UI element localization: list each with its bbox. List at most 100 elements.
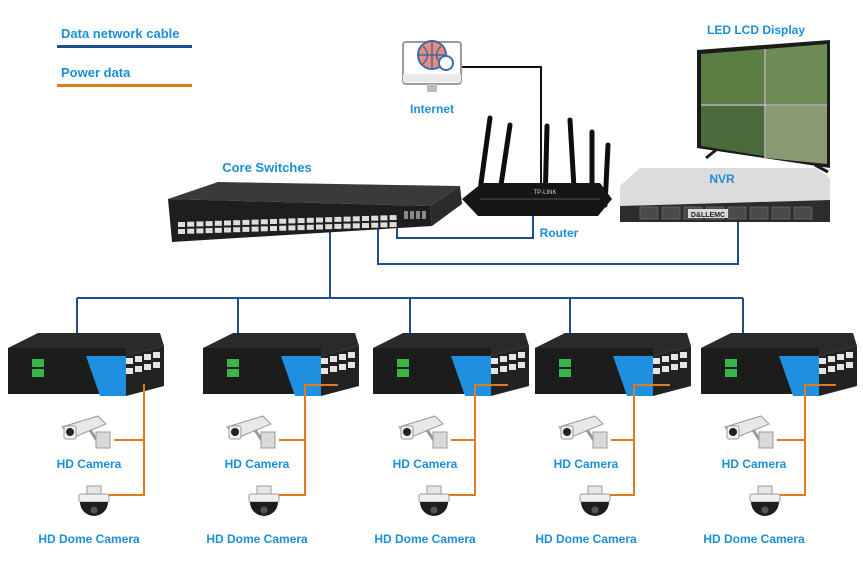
poe-port (509, 364, 516, 370)
switch-port (343, 216, 351, 222)
router-label: Router (539, 226, 579, 240)
switch-port (325, 224, 333, 230)
bullet-camera-icon (558, 415, 608, 449)
poe-port (680, 362, 687, 368)
wire-switch-nvr (377, 222, 739, 265)
monitor-stand (427, 84, 437, 92)
camera-label: HD Camera (225, 457, 290, 471)
poe-port (135, 366, 142, 372)
switch-sfp-port (422, 211, 426, 219)
dome-mount (86, 485, 102, 495)
dome-camera-label: HD Dome Camera (703, 532, 805, 546)
poe-port (837, 364, 844, 370)
nvr-label: NVR (709, 172, 735, 186)
switch-port (214, 220, 222, 226)
poe-port (518, 362, 525, 368)
dome-lens (430, 506, 438, 514)
dome-camera-icon (749, 485, 781, 516)
poe-terminal (32, 369, 44, 377)
nvr-drive-bay (727, 206, 747, 220)
poe-switch-icon (701, 333, 857, 396)
lcd-pane (766, 44, 827, 104)
switch-port (371, 222, 379, 228)
poe-port (671, 364, 678, 370)
bullet-camera-icon (226, 415, 276, 449)
dome-lens (90, 506, 98, 514)
dome-mount (757, 485, 773, 495)
legend-power-line (57, 84, 192, 87)
poe-port (144, 364, 151, 370)
wire-internet-router (433, 66, 542, 208)
poe-port (135, 356, 142, 362)
dome-camera-label: HD Dome Camera (38, 532, 140, 546)
lcd-display-icon (697, 40, 830, 174)
dome-lens (591, 506, 599, 514)
switch-port (389, 215, 397, 221)
poe-port (846, 352, 853, 358)
dome-collar (579, 493, 611, 503)
lcd-leg (705, 148, 717, 160)
switch-sfp-port (410, 211, 414, 219)
poe-port (837, 354, 844, 360)
poe-port (144, 354, 151, 360)
switch-side (430, 186, 462, 226)
poe-port (518, 352, 525, 358)
gear-shape (438, 55, 454, 71)
poe-terminal (227, 359, 239, 367)
dome-collar (248, 493, 280, 503)
dome-camera-label: HD Dome Camera (374, 532, 476, 546)
switch-port (233, 220, 241, 226)
poe-port (819, 368, 826, 374)
poe-blue-panel (86, 356, 126, 396)
poe-port (339, 354, 346, 360)
poe-port (126, 368, 133, 374)
camera-mount (95, 431, 111, 449)
poe-terminal (725, 369, 737, 377)
poe-port (680, 352, 687, 358)
camera-label: HD Camera (57, 457, 122, 471)
switch-port (178, 222, 185, 227)
router-icon (462, 115, 612, 216)
switch-port (352, 223, 360, 229)
switch-port (270, 219, 277, 224)
dome-camera-icon (78, 485, 110, 516)
nvr-top (620, 168, 830, 206)
dome-mount (256, 485, 272, 495)
wire-switch-router (396, 216, 534, 239)
switch-port (325, 217, 333, 223)
switch-port (224, 220, 231, 226)
poe-switch-icon (203, 333, 359, 396)
core-switch-icon (168, 182, 462, 242)
internet-label: Internet (409, 102, 455, 116)
camera-mount (758, 431, 774, 449)
switch-port (196, 221, 204, 227)
camera-mount (432, 431, 448, 449)
camera-lens (231, 428, 239, 436)
nvr-icon (620, 168, 830, 222)
switch-port (288, 225, 296, 231)
camera-label: HD Camera (722, 457, 787, 471)
dome-camera-label: HD Dome Camera (535, 532, 637, 546)
switch-port (389, 222, 397, 228)
switch-port (279, 218, 287, 224)
switch-port (380, 222, 388, 228)
camera-lens (66, 428, 74, 436)
switch-port (316, 224, 323, 230)
poe-port (330, 356, 337, 362)
switch-port (362, 223, 369, 228)
switch-port (380, 215, 388, 221)
dome-camera-icon (579, 485, 611, 516)
poe-port (321, 358, 328, 364)
monitor-bezel (403, 74, 461, 82)
lcd-pane (766, 106, 827, 164)
lcd-label: LED LCD Display (706, 23, 806, 37)
legend-network-label: Data network cable (61, 26, 180, 41)
legend-network-line (57, 45, 192, 48)
switch-top (168, 182, 460, 206)
nvr-drive-bay (793, 206, 813, 220)
switch-port (343, 223, 351, 229)
poe-port (653, 368, 660, 374)
dome-camera-icon (418, 485, 450, 516)
